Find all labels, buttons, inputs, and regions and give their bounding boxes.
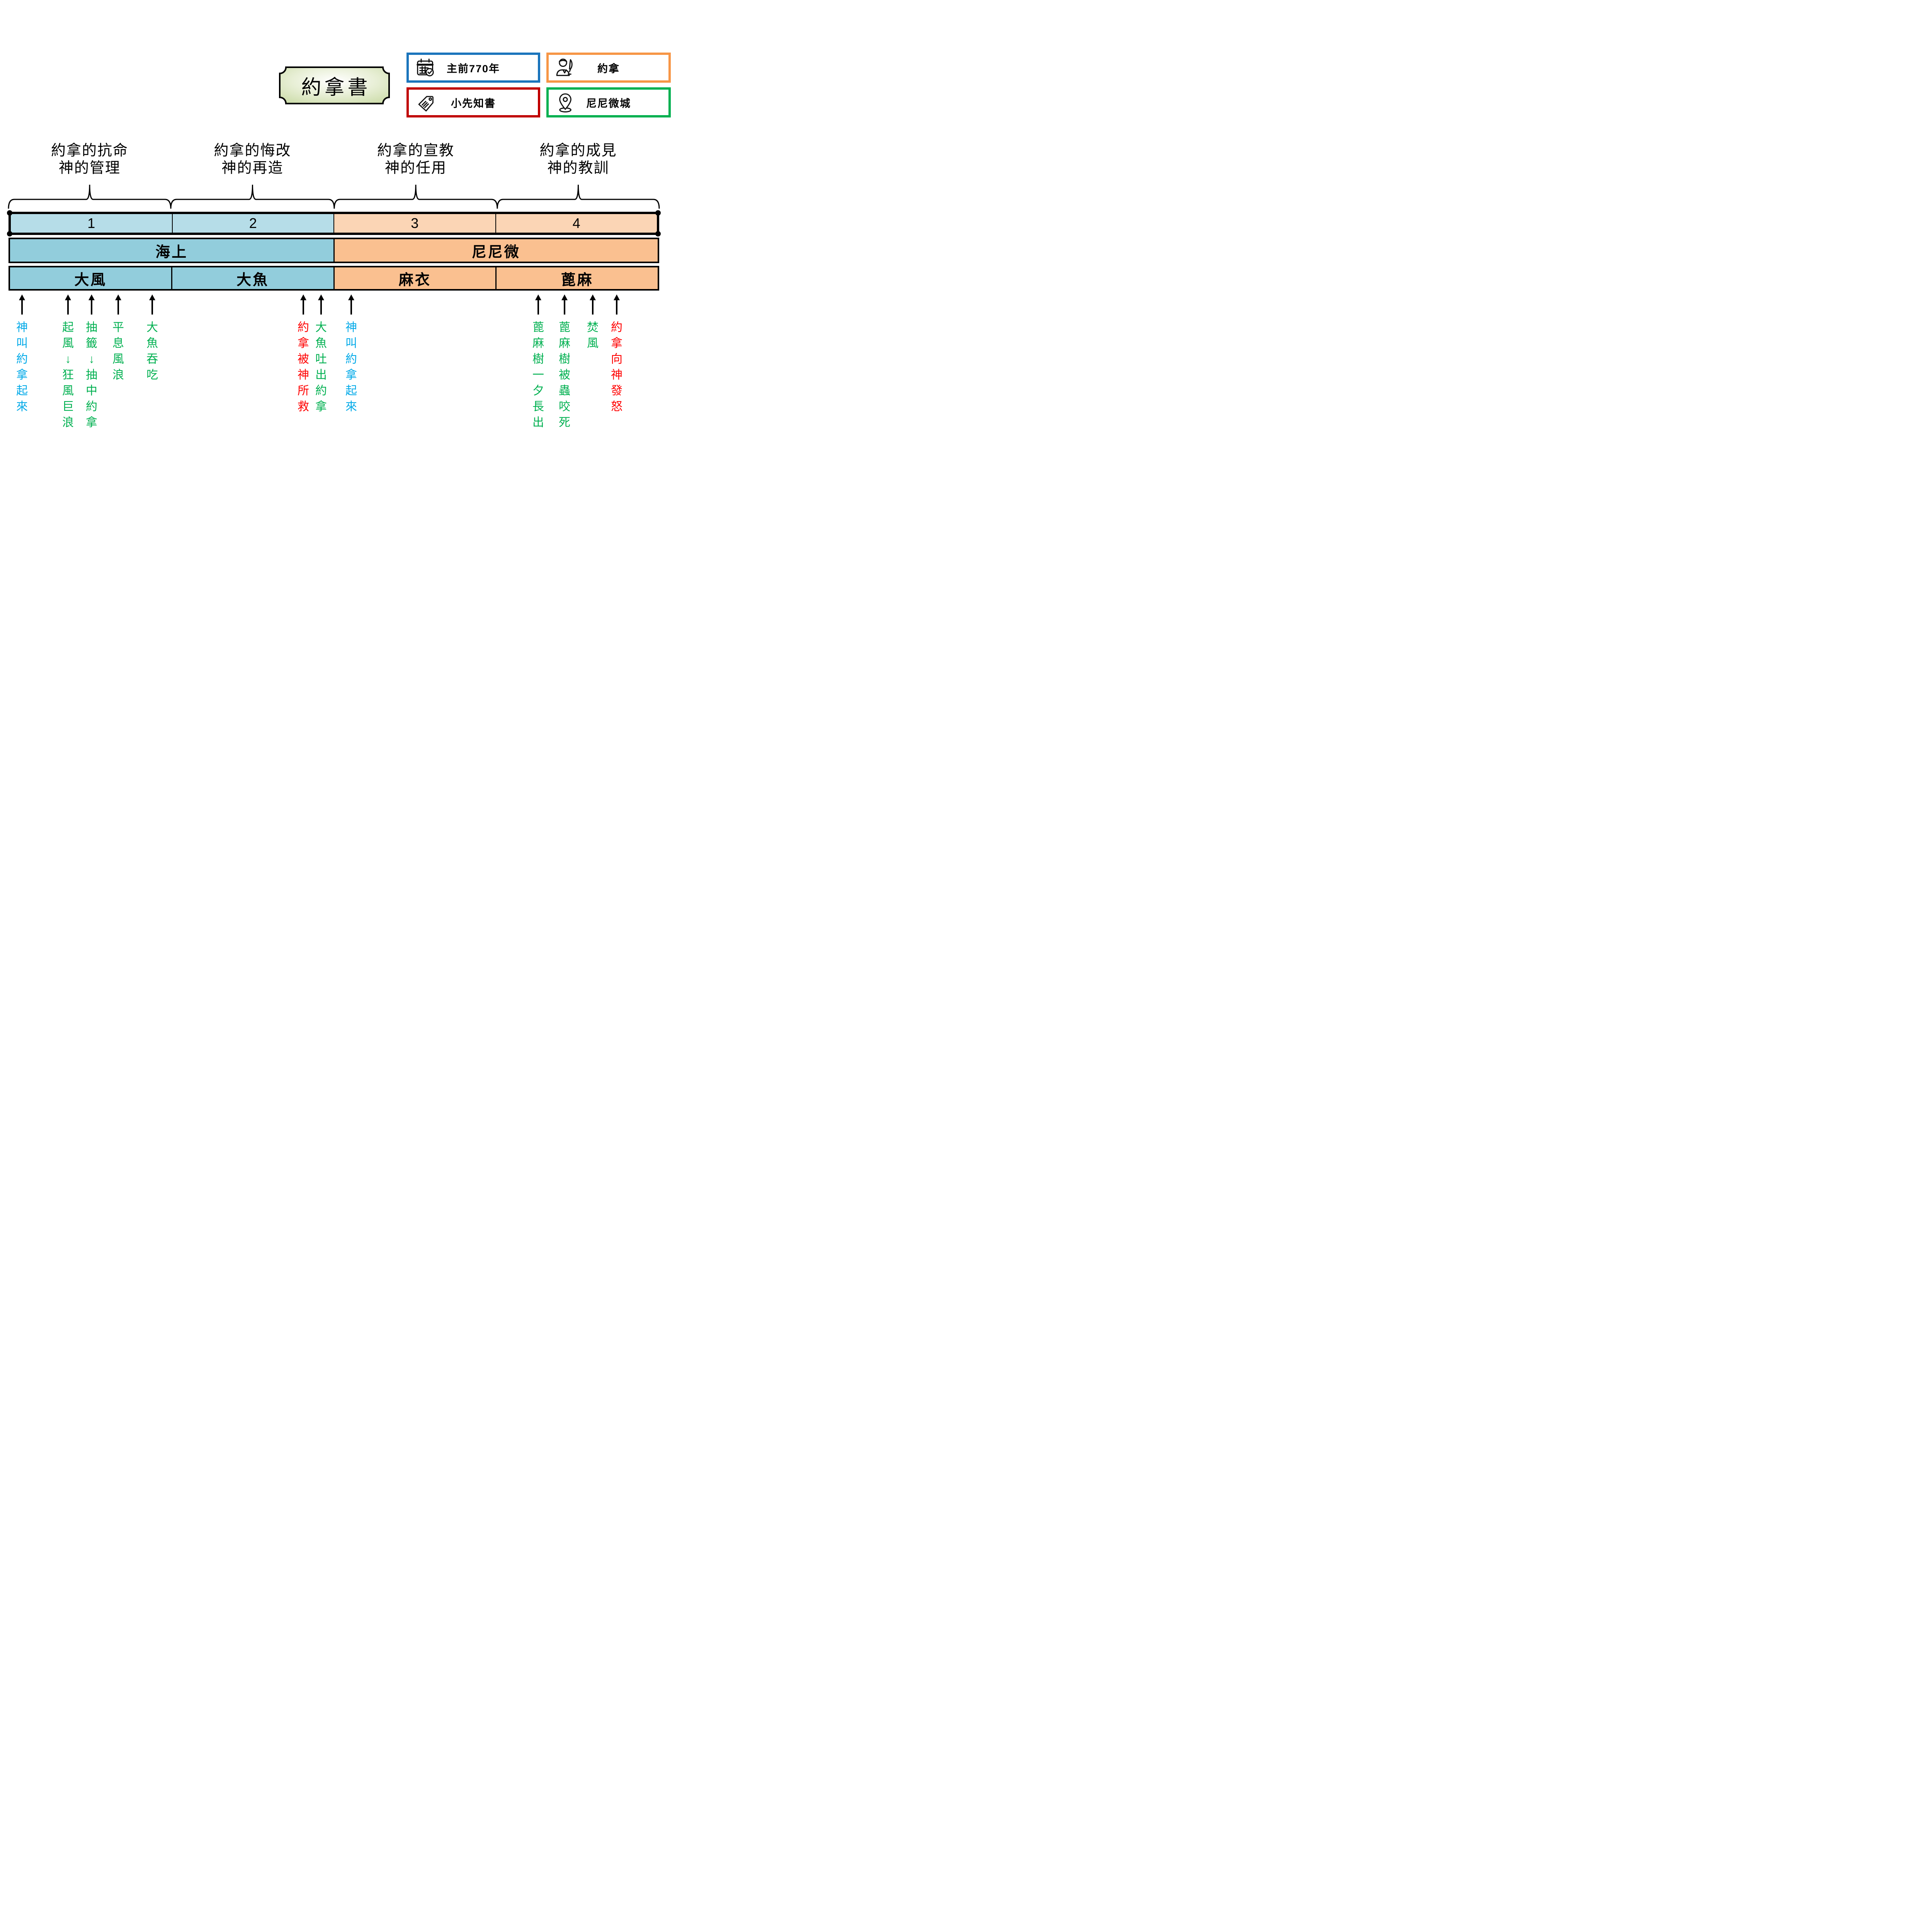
event-annotation-9: 蓖麻樹一夕長出 [530, 294, 547, 430]
up-arrow-icon [614, 294, 620, 315]
frame-corner-dot [655, 210, 661, 216]
badge-genre: 小先知書 [406, 87, 540, 117]
up-arrow-icon [300, 294, 306, 315]
section-header-4: 約拿的成見神的教訓 [509, 142, 648, 177]
book-title: 約拿書 [301, 76, 371, 99]
section-brace-1 [8, 184, 172, 209]
location-cell-2: 尼尼微 [333, 239, 658, 262]
calendar-icon [415, 57, 436, 78]
badge-label: 小先知書 [451, 97, 496, 109]
section-braces [8, 184, 660, 209]
event-annotation-6: 約拿被神所救 [295, 294, 312, 415]
event-annotation-5: 大魚吞吃 [144, 294, 161, 383]
event-annotation-3: 抽籤↓抽中約拿 [83, 294, 100, 430]
up-arrow-icon [149, 294, 155, 315]
badge-city: 尼尼微城 [546, 87, 671, 117]
event-annotation-11: 焚風 [584, 294, 601, 351]
event-text: 焚風 [587, 321, 599, 350]
badge-label: 約拿 [597, 63, 620, 75]
chapter-cell-2: 2 [172, 214, 333, 233]
section-header-2: 約拿的悔改神的再造 [183, 142, 322, 177]
badge-label: 主前770年 [446, 63, 500, 75]
event-text: 約拿被神所救 [298, 321, 309, 413]
up-arrow-icon [318, 294, 324, 315]
chapter-cell-4: 4 [495, 214, 657, 233]
event-annotation-7: 大魚吐出約拿 [313, 294, 330, 415]
frame-corner-dot [7, 210, 12, 216]
event-text: 神叫約拿起來 [345, 321, 357, 413]
event-text: 蓖麻樹被蟲咬死 [559, 321, 570, 429]
topic-cell-3: 麻衣 [333, 267, 496, 289]
topic-cell-1: 大風 [10, 267, 171, 289]
topic-row: 大風大魚麻衣蓖麻 [9, 266, 659, 291]
topic-cell-4: 蓖麻 [495, 267, 658, 289]
event-text: 平息風浪 [112, 321, 124, 381]
section-brace-3 [333, 184, 498, 209]
event-annotation-10: 蓖麻樹被蟲咬死 [556, 294, 573, 430]
location-cell-1: 海上 [10, 239, 333, 262]
event-annotation-8: 神叫約拿起來 [343, 294, 360, 415]
frame-corner-dot [7, 231, 12, 236]
chapter-cell-3: 3 [333, 214, 495, 233]
up-arrow-icon [348, 294, 354, 315]
plaque-frame-shape [279, 66, 390, 104]
up-arrow-icon [115, 294, 121, 315]
prophet-icon [555, 57, 576, 78]
event-text: 蓖麻樹一夕長出 [532, 321, 544, 429]
badge-date: 主前770年 [406, 53, 540, 83]
section-header-line1: 約拿的悔改 [214, 143, 291, 159]
event-text: 約拿向神發怒 [611, 321, 622, 413]
up-arrow-icon [88, 294, 95, 315]
event-text: 起風↓狂風巨浪 [62, 321, 74, 429]
book-title-plaque: 約拿書 [279, 66, 390, 104]
location-pin-icon [555, 92, 576, 113]
up-arrow-icon [19, 294, 25, 315]
up-arrow-icon [590, 294, 596, 315]
tag-icon [415, 92, 436, 113]
topic-cell-2: 大魚 [171, 267, 333, 289]
event-text: 大魚吐出約拿 [315, 321, 327, 413]
section-header-line2: 神的管理 [58, 160, 121, 176]
section-header-line2: 神的教訓 [547, 160, 609, 176]
up-arrow-icon [535, 294, 541, 315]
location-row: 海上尼尼微 [9, 238, 659, 263]
section-brace-4 [497, 184, 660, 209]
section-header-line1: 約拿的抗命 [51, 143, 128, 159]
event-annotation-4: 平息風浪 [110, 294, 127, 383]
section-header-line1: 約拿的成見 [539, 143, 617, 159]
event-text: 大魚吞吃 [146, 321, 158, 381]
frame-corner-dot [655, 231, 661, 236]
badge-label: 尼尼微城 [586, 97, 631, 109]
section-brace-2 [170, 184, 335, 209]
event-text: 抽籤↓抽中約拿 [86, 321, 97, 429]
up-arrow-icon [65, 294, 71, 315]
section-header-line2: 神的任用 [384, 160, 447, 176]
section-header-line2: 神的再造 [221, 160, 284, 176]
section-header-1: 約拿的抗命神的管理 [20, 142, 159, 177]
event-annotation-1: 神叫約拿起來 [14, 294, 31, 415]
jonah-book-overview-diagram: 約拿書 主前770年約拿小先知書尼尼微城 約拿的抗命神的管理約拿的悔改神的再造約… [0, 0, 678, 479]
up-arrow-icon [561, 294, 568, 315]
chapter-cell-1: 1 [11, 214, 172, 233]
badge-author: 約拿 [546, 53, 671, 83]
event-annotation-12: 約拿向神發怒 [608, 294, 625, 415]
event-text: 神叫約拿起來 [16, 321, 28, 413]
event-annotation-2: 起風↓狂風巨浪 [60, 294, 77, 430]
section-header-3: 約拿的宣教神的任用 [346, 142, 485, 177]
section-header-line1: 約拿的宣教 [377, 143, 454, 159]
